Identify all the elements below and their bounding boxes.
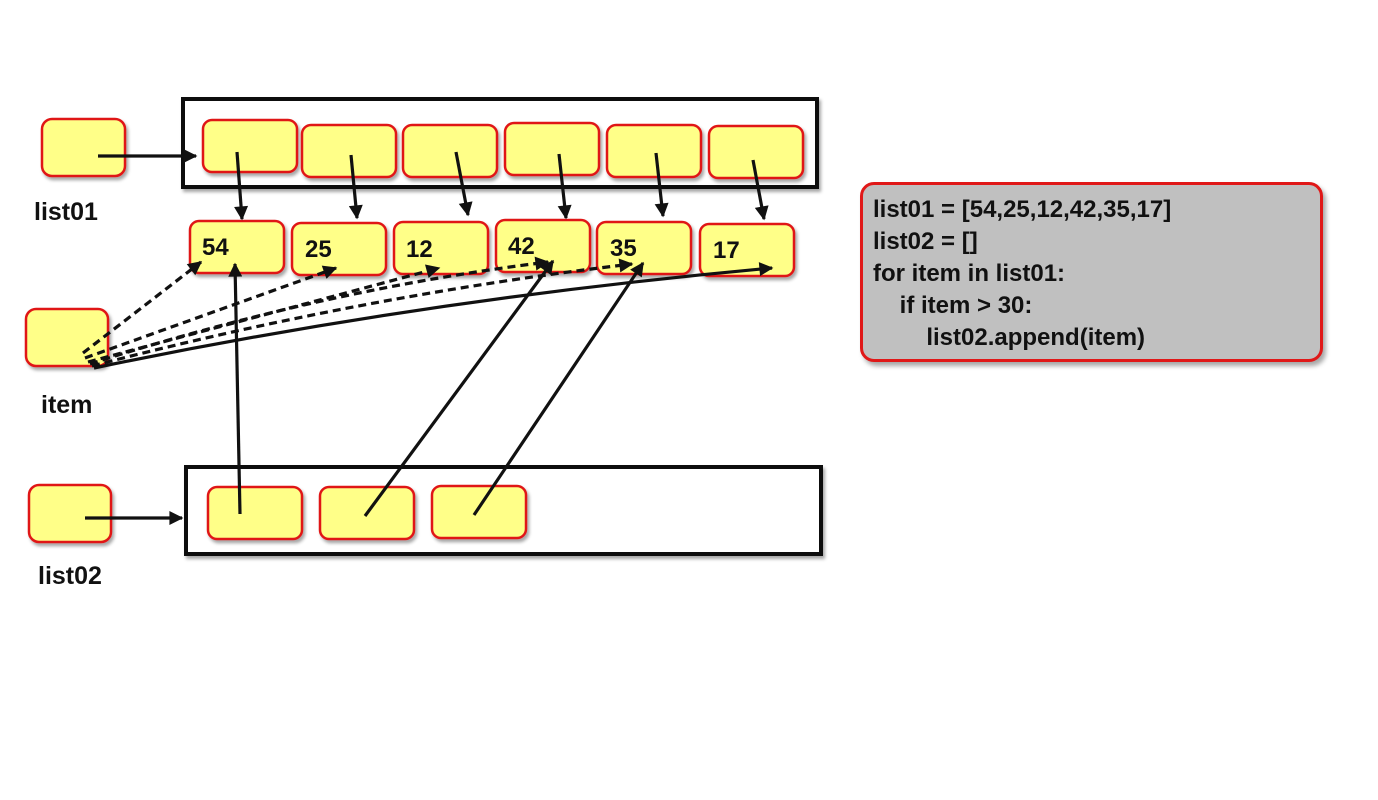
- list01-variable-label: list01: [34, 198, 98, 226]
- list02-slot-1-arrow: [363, 259, 555, 517]
- code-panel: list01 = [54,25,12,42,35,17] list02 = []…: [860, 182, 1323, 362]
- item-iteration-arrow-54: [82, 260, 203, 355]
- code-line-2: list02 = []: [873, 228, 978, 255]
- value-label-12: 12: [406, 236, 433, 263]
- value-label-54: 54: [202, 234, 229, 261]
- list02-variable-box: [27, 483, 113, 544]
- item-variable-box: [24, 307, 110, 368]
- value-label-35: 35: [610, 235, 637, 262]
- item-iteration-arrow-35: [91, 258, 634, 368]
- list01-slot-2: [401, 123, 499, 179]
- list01-slot-2-arrow: [454, 151, 473, 217]
- item-iteration-arrow-12: [87, 264, 441, 364]
- list02-slot-2: [430, 484, 528, 540]
- list01-slot-1-arrow: [348, 154, 363, 220]
- code-line-1: list01 = [54,25,12,42,35,17]: [873, 196, 1172, 223]
- list01-slot-4-arrow: [654, 152, 669, 218]
- list01-slot-3-arrow: [557, 153, 572, 220]
- code-line-5: list02.append(item): [873, 324, 1146, 351]
- code-line-3: for item in list01:: [873, 260, 1066, 287]
- code-line-4: if item > 30:: [873, 292, 1033, 319]
- list01-slot-5-arrow: [751, 159, 769, 221]
- value-label-42: 42: [508, 233, 535, 260]
- list02-slot-2-arrow: [472, 261, 645, 516]
- item-variable-label: item: [41, 391, 92, 419]
- list02-slot-0-arrow: [228, 262, 243, 515]
- list02-variable-label: list02: [38, 562, 102, 590]
- list01-slot-1: [300, 123, 398, 179]
- value-box-12: [392, 220, 490, 276]
- list01-slot-0-arrow: [234, 151, 249, 221]
- item-iteration-arrow-17: [93, 262, 774, 370]
- list01-slot-0: [201, 118, 299, 174]
- value-label-17: 17: [713, 237, 740, 264]
- list01-slot-3: [503, 121, 601, 177]
- list01-variable-box: [40, 117, 127, 178]
- list02-slot-0: [206, 485, 304, 541]
- item-iteration-arrow-42: [89, 256, 550, 366]
- list01-slot-4: [605, 123, 703, 179]
- value-box-25: [290, 221, 388, 277]
- item-iteration-arrow-25: [84, 265, 338, 360]
- value-label-25: 25: [305, 236, 332, 263]
